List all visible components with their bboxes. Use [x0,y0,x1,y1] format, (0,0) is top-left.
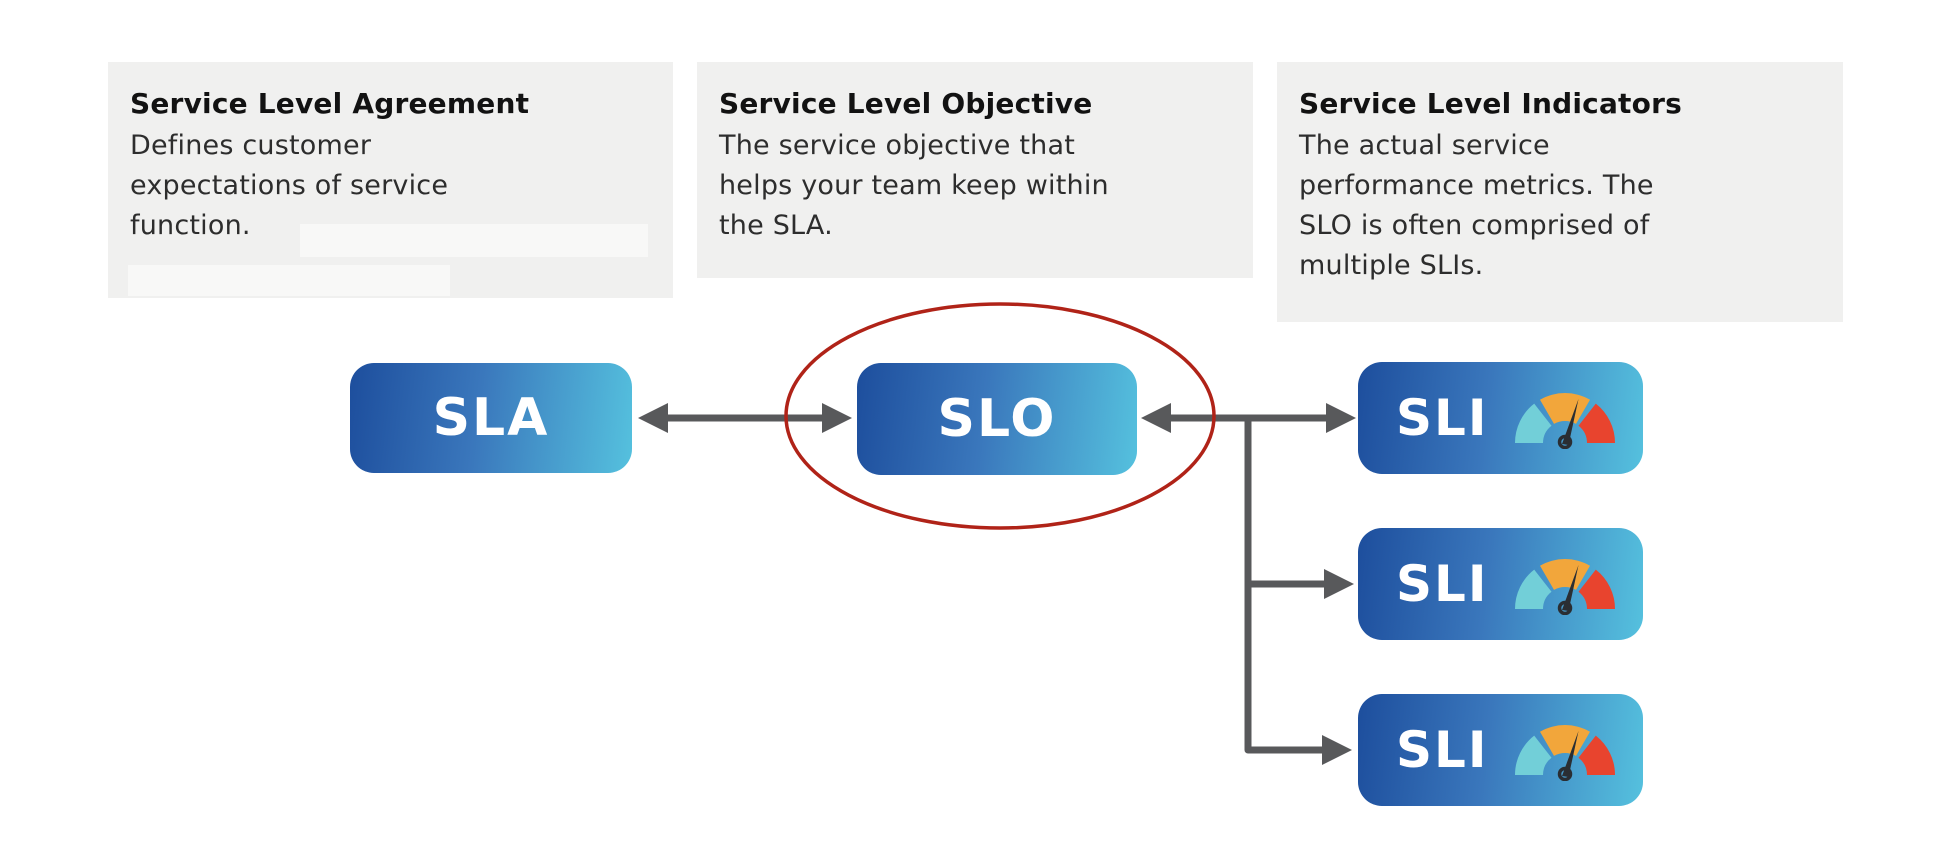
node-sli-1: SLI [1358,362,1643,474]
arrowhead-left-to-sla [638,403,668,433]
node-slo: SLO [857,363,1137,475]
node-sli-label: SLI [1396,555,1489,613]
panel-line: SLO is often comprised of [1299,210,1650,241]
panel-line: The actual service [1299,130,1550,161]
gauge-needle [1562,399,1579,445]
arrowhead-left-to-slo [1141,403,1171,433]
gauge-needle-hub [1557,600,1573,615]
gauge-icon [1515,725,1615,781]
panel-line: The service objective that [719,130,1076,161]
node-slo-label: SLO [937,389,1057,449]
panel-line: multiple SLIs. [1299,250,1484,281]
panel-line: expectations of service [130,170,449,201]
node-sli-2: SLI [1358,528,1643,640]
redacted-text-block [300,224,648,257]
gauge-needle [1562,731,1579,777]
redacted-text-block [128,265,450,296]
panel-line: Defines customer [130,130,372,161]
definition-panel-sli: Service Level Indicators The actual serv… [1277,62,1843,322]
arrowhead-to-sli-3 [1322,735,1352,765]
node-sla: SLA [350,363,632,473]
panel-title-sla: Service Level Agreement [130,87,530,120]
panel-body-sla: Defines customer expectations of service… [130,126,651,246]
arrowhead-right-to-slo [822,403,852,433]
gauge-needle [1562,565,1579,611]
panel-body-slo: The service objective that helps your te… [719,126,1231,246]
panel-line: the SLA. [719,210,833,241]
panel-line: function. [130,210,251,241]
node-sli-3: SLI [1358,694,1643,806]
panel-title-slo: Service Level Objective [719,87,1093,120]
gauge-needle-hub [1557,766,1573,781]
arrowhead-to-sli-2 [1324,569,1354,599]
panel-line: helps your team keep within [719,170,1109,201]
definition-panel-sla: Service Level Agreement Defines customer… [108,62,673,298]
gauge-needle-hub [1557,434,1573,449]
gauge-icon [1515,393,1615,449]
arrowhead-to-sli-1 [1326,403,1356,433]
node-sli-label: SLI [1396,721,1489,779]
panel-title-sli: Service Level Indicators [1299,87,1682,120]
node-sla-label: SLA [432,388,550,448]
panel-body-sli: The actual service performance metrics. … [1299,126,1821,286]
definition-panel-slo: Service Level Objective The service obje… [697,62,1253,278]
node-sli-label: SLI [1396,389,1489,447]
gauge-icon [1515,559,1615,615]
panel-line: performance metrics. The [1299,170,1654,201]
